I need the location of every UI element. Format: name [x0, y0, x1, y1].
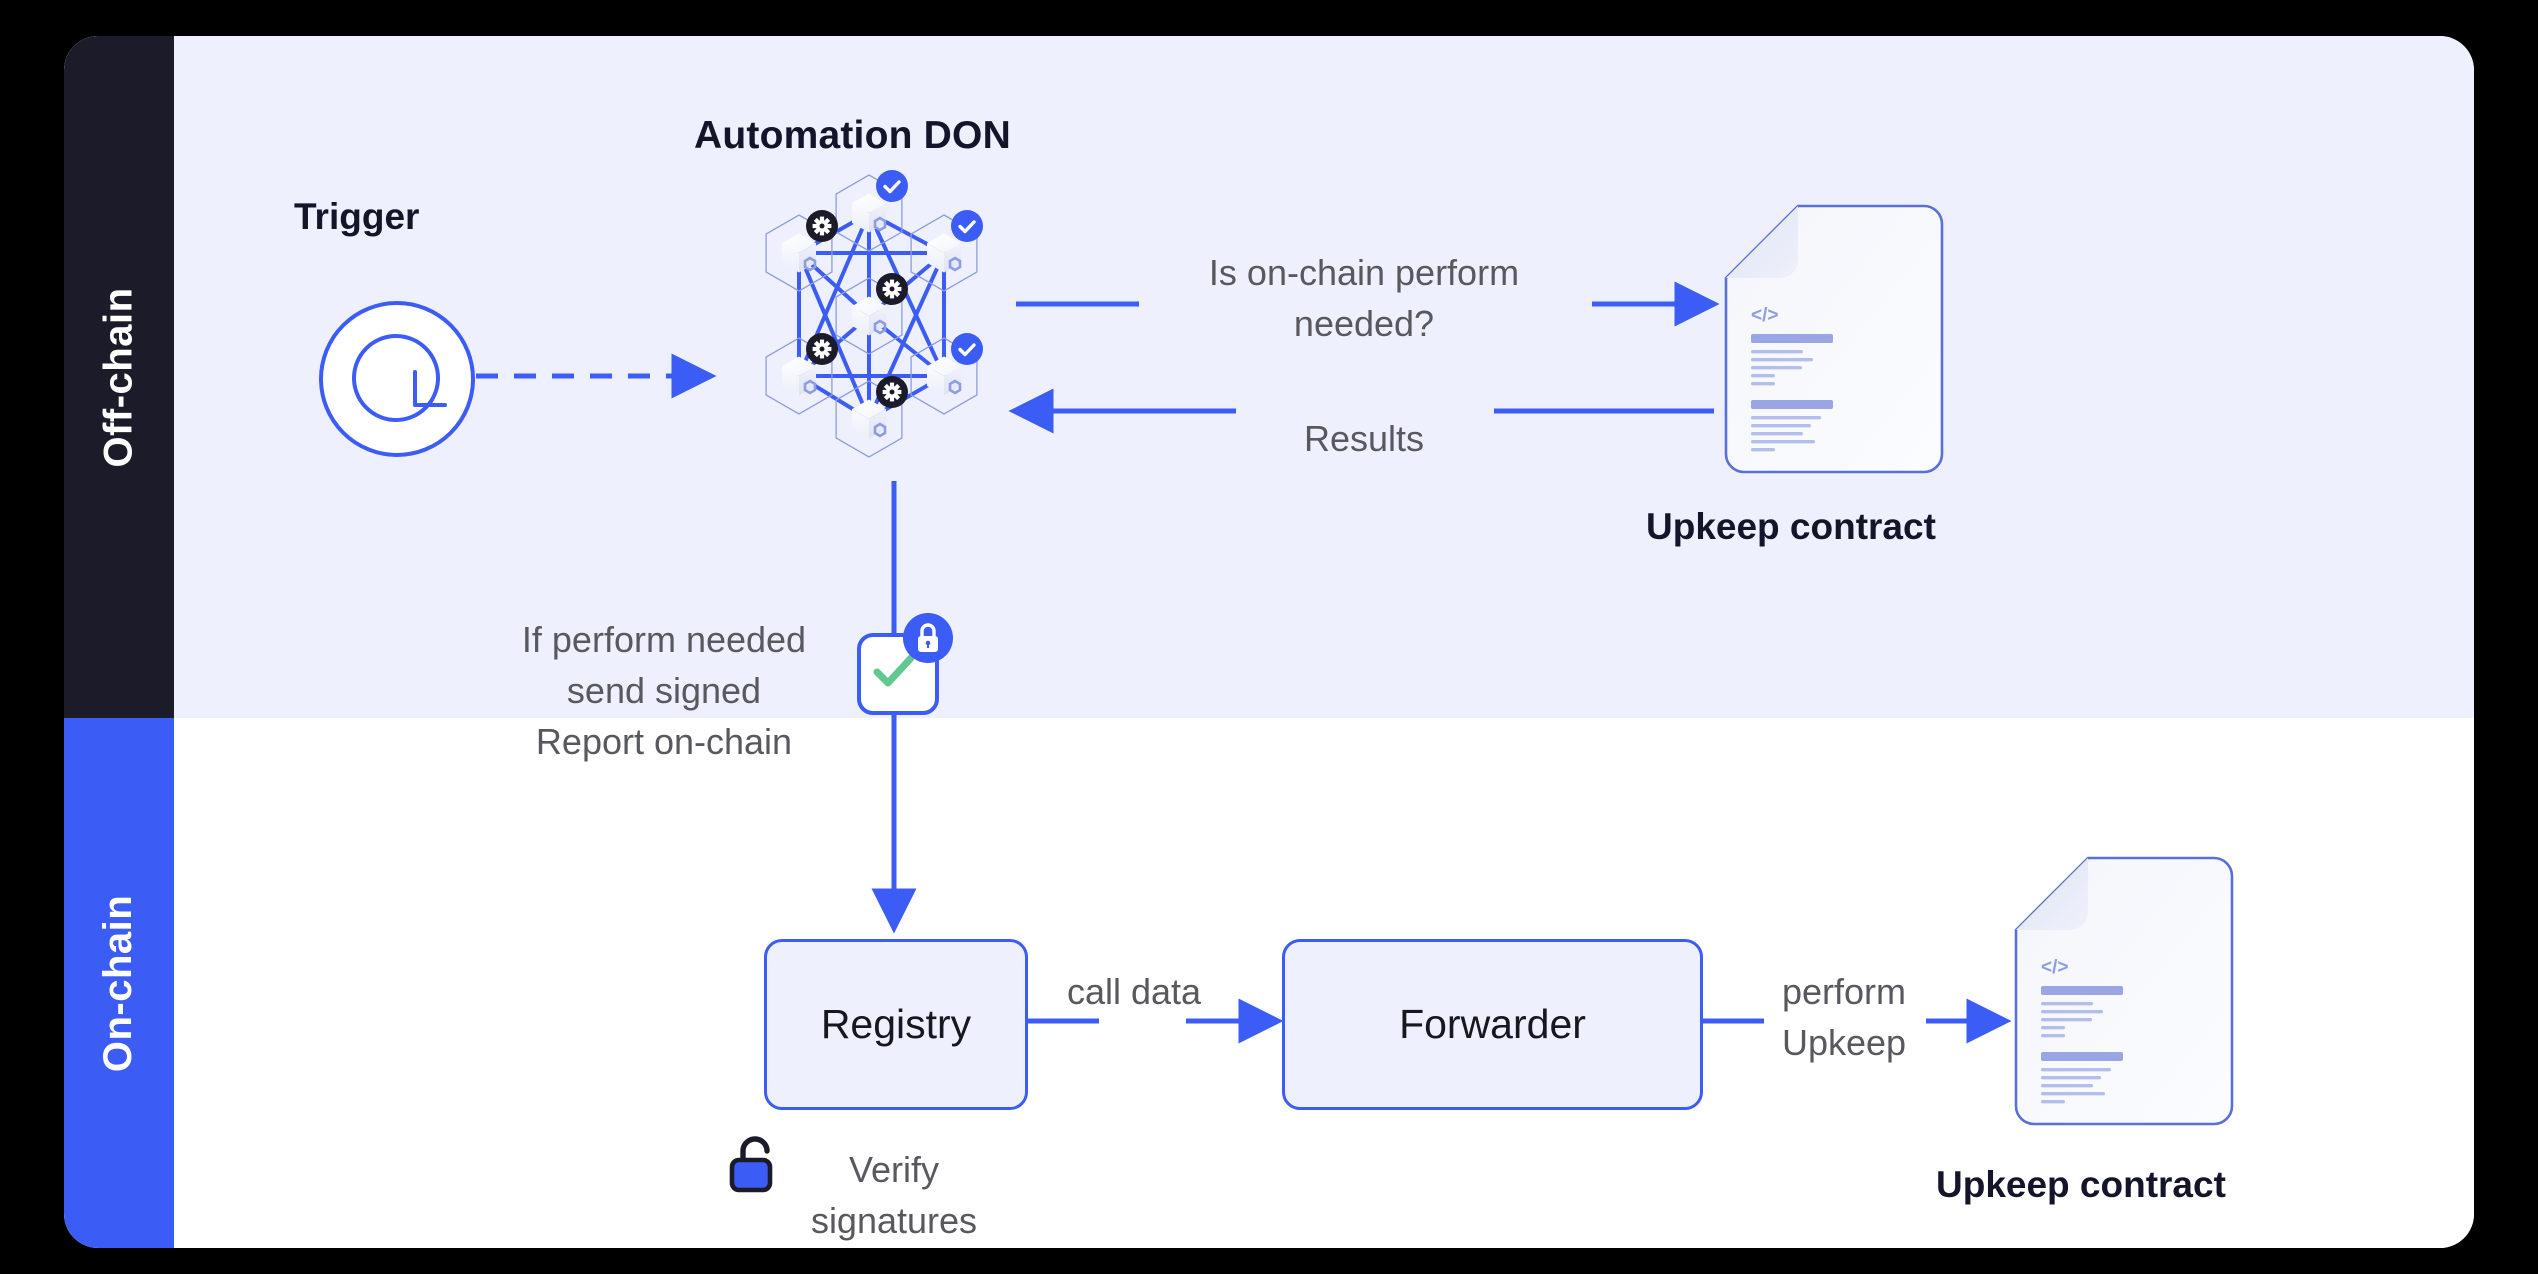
don-node-cube-top: [927, 356, 961, 376]
don-node-cube-left: [852, 306, 869, 336]
don-node-cube-top: [782, 233, 816, 253]
upkeep-contract-bottom-label: Upkeep contract: [1936, 1164, 2226, 1205]
don-node-cube-right: [799, 366, 816, 396]
chainlink-glyph-icon: [873, 216, 887, 232]
results-label: Results: [1303, 418, 1425, 459]
don-node-cube-left: [927, 243, 944, 273]
sidebar-offchain: Off-chain: [64, 36, 174, 718]
trigger-title: Trigger: [294, 196, 420, 237]
don-node-cube-top: [852, 399, 886, 419]
don-node-cube-left: [927, 366, 944, 396]
forwarder-label: Forwarder: [1399, 1001, 1586, 1047]
upkeep-contract-top-label: Upkeep contract: [1646, 506, 1936, 547]
don-node-cube-right: [869, 306, 886, 336]
chainlink-glyph-icon: [948, 379, 962, 395]
don-node-cube-right: [869, 409, 886, 439]
upkeep-contract-document-bottom: </>: [2014, 856, 2234, 1128]
lock-badge-icon: [903, 613, 953, 663]
check-glyph-icon: [883, 180, 901, 194]
clock-icon: [319, 301, 475, 457]
verify-signatures-label: Verify signatures: [810, 1149, 978, 1242]
chainlink-glyph-icon: [803, 379, 817, 395]
chainlink-glyph-icon: [873, 422, 887, 438]
clock-hand-hour: [413, 403, 447, 407]
chainlink-glyph-icon: [873, 319, 887, 335]
clock-face: [352, 334, 447, 422]
don-node-cube-top: [782, 356, 816, 376]
don-node-cube-right: [799, 243, 816, 273]
diagram-card: Off-chain On-chain: [64, 36, 2474, 1248]
don-node-cube-top: [927, 233, 961, 253]
gear-glyph-icon: [812, 216, 832, 236]
check-circle-icon: [876, 170, 908, 202]
don-node-cube-top: [852, 193, 886, 213]
chainlink-glyph-icon: [803, 256, 817, 272]
forwarder-box[interactable]: Forwarder: [1282, 939, 1703, 1110]
don-node-cube-left: [852, 203, 869, 233]
svg-text:</>: </>: [1751, 305, 1778, 326]
unlock-icon: [729, 1136, 773, 1193]
gear-glyph-icon: [882, 382, 902, 402]
registry-box[interactable]: Registry: [764, 939, 1028, 1110]
check-glyph-icon: [958, 343, 976, 357]
don-node-cube-right: [944, 243, 961, 273]
registry-label: Registry: [820, 1001, 972, 1047]
if-perform-needed-label: If perform needed send signed Report on-…: [521, 619, 807, 763]
don-node-cube-top: [852, 296, 886, 316]
is-onchain-perform-needed-label: Is on-chain perform needed?: [1208, 252, 1520, 345]
gear-glyph-icon: [812, 339, 832, 359]
don-node-cube-left: [852, 409, 869, 439]
don-node-cube-right: [869, 203, 886, 233]
check-circle-icon: [951, 210, 983, 242]
don-node-cube-left: [782, 366, 799, 396]
call-data-label: call data: [1066, 971, 1202, 1012]
svg-text:</>: </>: [2041, 957, 2068, 978]
check-square-locked-icon: [857, 613, 953, 715]
automation-don-title: Automation DON: [694, 114, 1011, 157]
sidebar-onchain-label: On-chain: [96, 894, 141, 1072]
perform-upkeep-label: perform Upkeep: [1781, 971, 1907, 1064]
check-circle-icon: [951, 333, 983, 365]
gear-glyph-icon: [882, 279, 902, 299]
don-node-cube-left: [782, 243, 799, 273]
sidebar-onchain: On-chain: [64, 718, 174, 1248]
upkeep-contract-document-top: </>: [1724, 204, 1944, 476]
check-glyph-icon: [958, 220, 976, 234]
chainlink-glyph-icon: [948, 256, 962, 272]
sidebar-offchain-label: Off-chain: [96, 286, 141, 468]
don-node-cube-right: [944, 366, 961, 396]
clock-hand-minute: [413, 370, 417, 405]
automation-don-network: [765, 170, 983, 458]
